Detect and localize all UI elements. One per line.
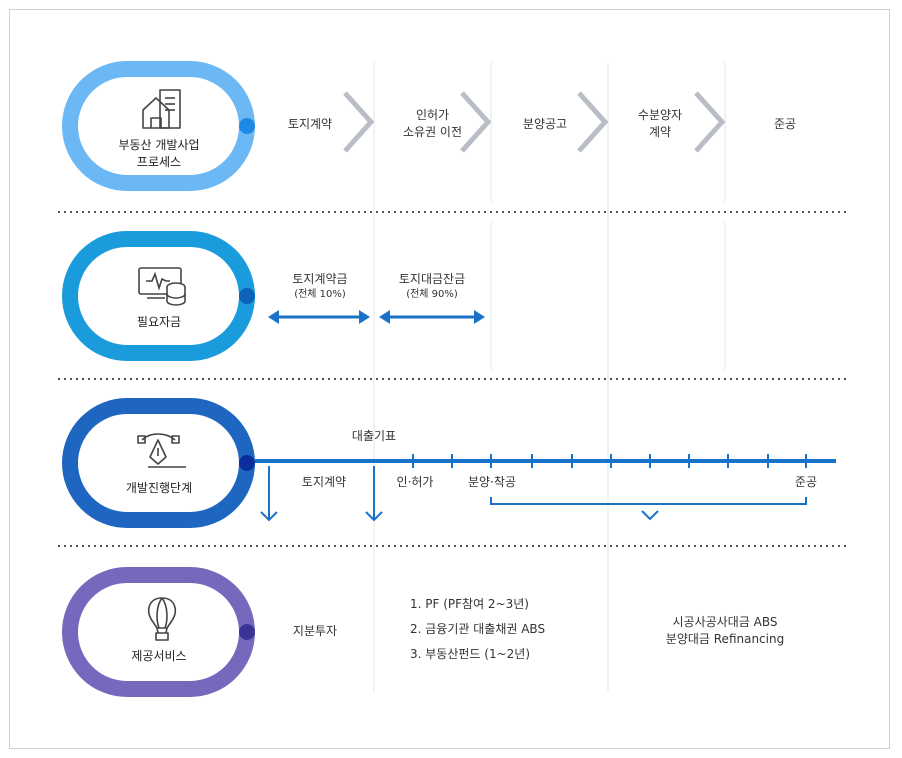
process-ring — [62, 61, 255, 191]
arrow-right-icon — [359, 310, 370, 324]
building-icon — [142, 89, 181, 129]
fund-share: (전체 90%) — [406, 289, 458, 300]
arrow-left-icon — [379, 310, 390, 324]
fund-title: 토지계약금 — [292, 272, 348, 286]
step-text: 토지계약 — [287, 117, 333, 131]
chevron-right-icon — [460, 91, 492, 153]
service-abs-line: 분양대금 Refinancing — [665, 632, 785, 646]
funds-arrows — [268, 310, 485, 324]
chevron-right-icon — [694, 91, 726, 153]
chevron-right-icon — [343, 91, 375, 153]
chevron-right-icon — [577, 91, 609, 153]
step-text: 준공 — [773, 117, 797, 131]
marker-land-contract: 토지계약 — [301, 475, 347, 489]
timeline-title: 대출기표 — [351, 429, 397, 443]
monitor-database-icon — [138, 267, 186, 306]
marker-permit: 인·허가 — [396, 475, 434, 489]
fund-land-deposit: 토지계약금 (전체 10%) — [272, 271, 368, 301]
column-dividers — [373, 62, 726, 692]
step-text: 분양공고 — [522, 117, 568, 131]
service-list: 1. PF (PF참여 2~3년) 2. 금융기관 대출채권 ABS 3. 부동… — [410, 596, 600, 663]
fund-share: (전체 10%) — [294, 289, 346, 300]
process-connector-dot — [239, 118, 255, 134]
stages-connector-dot — [239, 455, 255, 471]
services-ring — [62, 567, 255, 697]
arrow-right-icon — [474, 310, 485, 324]
step-land-contract: 토지계약 — [275, 116, 345, 133]
range-bracket — [490, 497, 807, 505]
service-abs: 시공사공사대금 ABS 분양대금 Refinancing — [640, 614, 810, 648]
funds-ring — [62, 231, 255, 361]
funds-connector-dot — [239, 288, 255, 304]
process-label: 부동산 개발사업 프로세스 — [100, 137, 218, 171]
services-label: 제공서비스 — [131, 649, 187, 663]
process-label-line2: 프로세스 — [136, 155, 182, 169]
step-text: 소유권 이전 — [402, 125, 462, 139]
step-text: 수분양자 — [637, 108, 683, 122]
marker-sale-start: 분양·착공 — [468, 475, 516, 489]
step-permit-ownership: 인허가 소유권 이전 — [385, 107, 480, 141]
services-connector-dot — [239, 624, 255, 640]
step-buyer-contract: 수분양자 계약 — [620, 107, 700, 141]
service-list-item: 2. 금융기관 대출채권 ABS — [410, 622, 546, 636]
process-step-chevrons — [343, 91, 726, 153]
arrow-left-icon — [268, 310, 279, 324]
diagram-frame — [9, 9, 890, 749]
service-list-item: 3. 부동산펀드 (1~2년) — [410, 647, 531, 661]
step-text: 인허가 — [415, 108, 450, 122]
stages-label: 개발진행단계 — [125, 481, 193, 495]
funds-label: 필요자금 — [136, 315, 182, 329]
stages-timeline — [255, 454, 836, 522]
fund-land-balance: 토지대금잔금 (전체 90%) — [380, 271, 484, 301]
stages-ring — [62, 398, 255, 528]
fund-title: 토지대금잔금 — [398, 272, 466, 286]
chevron-down-icon — [641, 510, 659, 521]
step-text: 계약 — [648, 125, 672, 139]
service-list-item: 1. PF (PF참여 2~3년) — [410, 597, 529, 611]
service-equity: 지분투자 — [292, 624, 338, 638]
process-label-line1: 부동산 개발사업 — [118, 138, 200, 152]
hot-air-balloon-icon — [147, 597, 177, 641]
marker-completion: 준공 — [794, 475, 818, 489]
service-abs-line: 시공사공사대금 ABS — [672, 615, 778, 629]
pen-tool-icon — [137, 433, 186, 468]
step-completion: 준공 — [750, 116, 820, 133]
step-sale-notice: 분양공고 — [505, 116, 585, 133]
